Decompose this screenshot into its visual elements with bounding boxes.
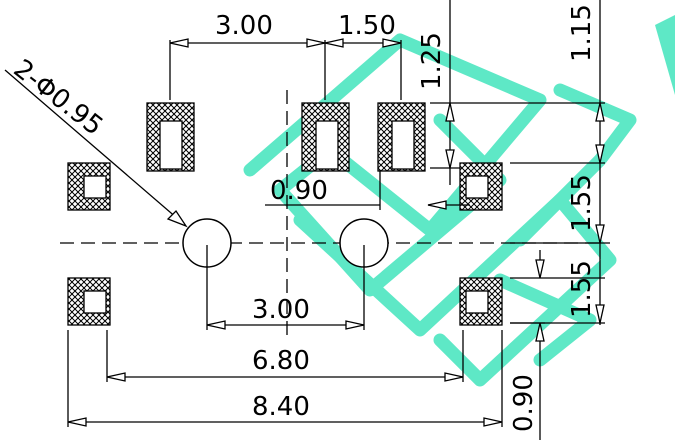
outer-span-dimension xyxy=(67,330,503,427)
label-top-pitch: 3.00 xyxy=(215,11,273,41)
pad-left-upper xyxy=(67,162,111,211)
pad-left-lower xyxy=(67,277,111,326)
label-inner-span: 6.80 xyxy=(252,346,310,376)
pad-top-middle xyxy=(301,102,350,172)
pad-offset-dimension xyxy=(265,170,470,210)
label-outer-span: 8.40 xyxy=(252,392,310,422)
top-dimension-lines xyxy=(169,38,402,100)
label-pad-offset: 0.90 xyxy=(270,176,328,206)
label-pad-height-top: 1.25 xyxy=(417,32,447,90)
label-hole-pitch: 3.00 xyxy=(252,295,310,325)
hole-callout-leader xyxy=(4,69,188,228)
label-hole-callout: 2-Φ0.95 xyxy=(8,54,109,142)
pad-right-lower xyxy=(459,277,503,326)
watermark-wedge xyxy=(655,15,675,95)
pad-top-left xyxy=(146,102,195,172)
right-dimension-lines xyxy=(430,0,610,440)
pad-top-right xyxy=(377,102,426,172)
label-top-pitch-small: 1.50 xyxy=(338,11,396,41)
inner-span-dimension xyxy=(106,330,464,382)
label-bottom-offset: 0.90 xyxy=(509,374,539,432)
label-pad-height-right: 1.15 xyxy=(567,4,597,62)
pad-right-upper xyxy=(459,162,503,211)
label-vert-pitch-upper: 1.55 xyxy=(567,174,597,232)
label-vert-pitch-lower: 1.55 xyxy=(567,260,597,318)
hole-pitch-dimension xyxy=(206,245,365,330)
